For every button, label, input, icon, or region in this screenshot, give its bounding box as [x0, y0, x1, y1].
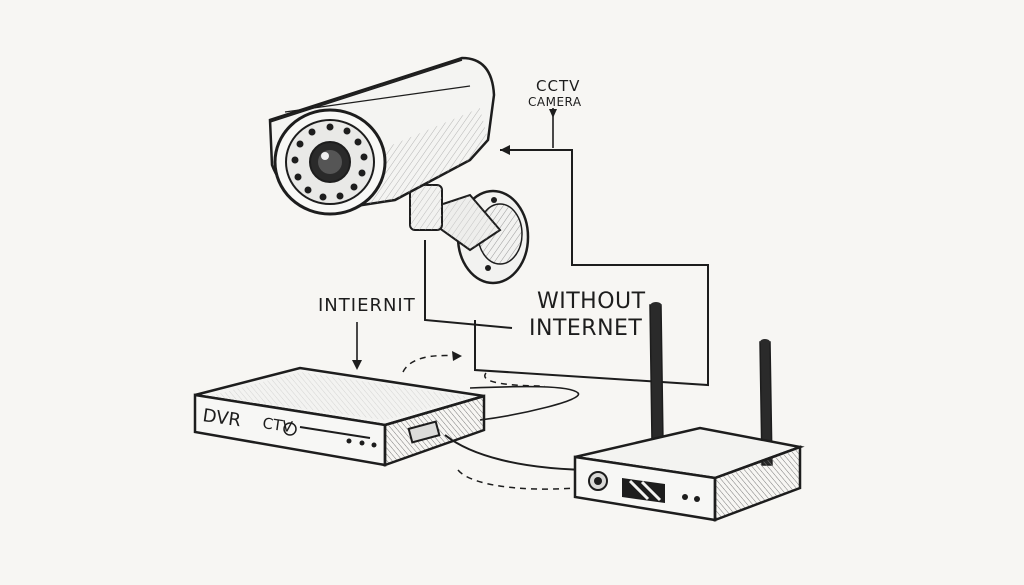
dashed-arrows — [402, 354, 576, 490]
wire-dvr-side — [469, 385, 579, 421]
wire-camera-down — [424, 240, 513, 329]
cctv-label: CCTV — [536, 77, 580, 95]
wire-camera-loop — [474, 149, 709, 387]
without-label: WITHOUT — [537, 289, 646, 314]
internet-label: INTIERNIT — [318, 295, 416, 316]
wall-mount-icon — [433, 189, 530, 285]
connection-wires — [424, 149, 709, 471]
ir-led-ring — [291, 123, 368, 201]
internet-sub-label: INTERNET — [529, 316, 642, 341]
wire-dvr-router — [444, 434, 599, 471]
power-button-icon — [588, 471, 608, 491]
camera-label: CAMERA — [528, 95, 582, 109]
dashed-arrow-router — [457, 469, 576, 490]
router-icon — [573, 302, 805, 522]
dashed-arrow-lower — [484, 372, 546, 387]
dashed-arrow-upper — [402, 354, 459, 373]
label-pointers — [356, 108, 554, 362]
cctv-camera-icon — [268, 56, 530, 285]
dvr-box-icon — [193, 366, 486, 467]
dvr-model-label: CTV — [261, 414, 294, 436]
